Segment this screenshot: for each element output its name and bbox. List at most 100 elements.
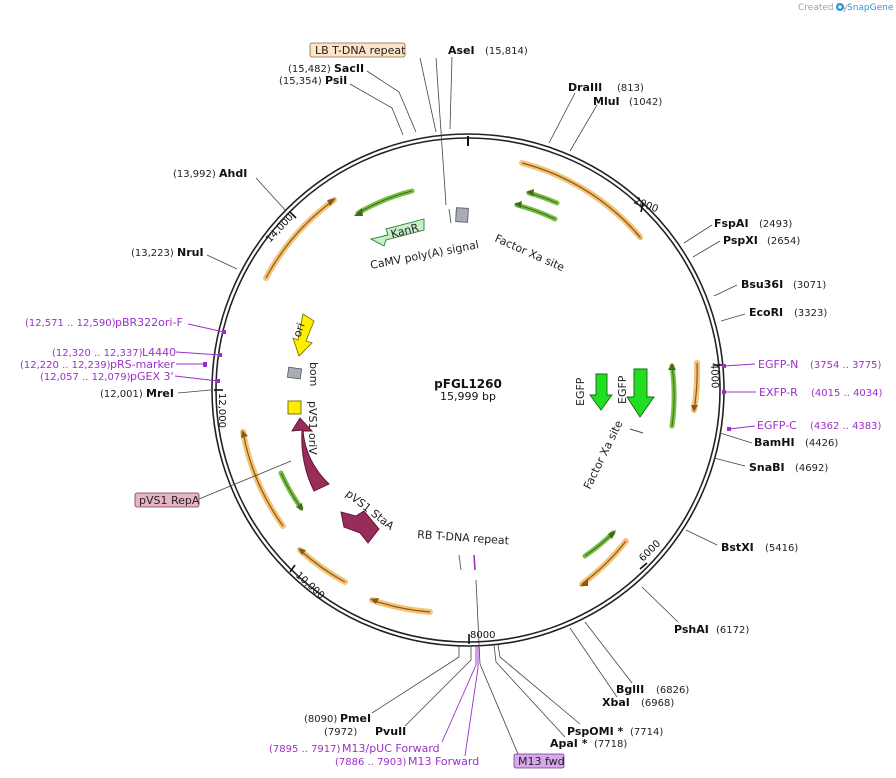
rb-tdna-label: RB T-DNA repeat <box>417 528 510 547</box>
pvs1-repa-label: pVS1 RepA <box>139 494 200 507</box>
leader-snabi <box>713 457 746 467</box>
tick-label-8000: 8000 <box>470 630 495 641</box>
primer-exfp-r-name: EXFP-R <box>759 386 798 399</box>
site-mrei-name: MreI <box>146 387 174 400</box>
leader-pvs1-repa <box>198 460 292 500</box>
site-asei-pos: (15,814) <box>485 46 528 57</box>
site-draiii-pos: (813) <box>617 83 644 94</box>
site-bglii-pos: (6826) <box>656 685 689 696</box>
primer-prs-marker-mark <box>203 362 207 367</box>
site-ecori-name: EcoRI <box>749 306 783 319</box>
orf-arc-1-arrow-icon <box>634 232 643 241</box>
primer-exfp-r-mark <box>722 390 726 394</box>
site-xbai-pos: (6968) <box>641 698 674 709</box>
site-xbai-name: XbaI <box>602 696 630 709</box>
primer-egfp-c-mark <box>727 427 731 431</box>
leader-l4440 <box>175 351 221 356</box>
site-ahdi-name: AhdI <box>219 167 247 180</box>
leader-pgex3 <box>174 375 219 382</box>
site-draiii-name: DraIII <box>568 81 602 94</box>
orf-arc-4-arrow-icon <box>370 598 379 604</box>
leader-lb-tdna <box>419 57 437 133</box>
leader-mrei <box>177 389 212 394</box>
site-bstxi-name: BstXI <box>721 541 754 554</box>
primer-l4440-mark <box>218 353 222 357</box>
site-sacii-pos: (15,482) <box>288 64 331 75</box>
factor-xa-top-label: Factor Xa site <box>493 232 567 274</box>
site-bsu36i-name: Bsu36I <box>741 278 783 291</box>
site-pvuii-name: PvuII <box>375 725 406 738</box>
factor-xa-mid-tick <box>629 428 644 434</box>
site-ecori-pos: (3323) <box>794 308 827 319</box>
green-arc-2-arrow-icon <box>526 189 534 196</box>
primer-l4440-pos: (12,320 .. 12,337) <box>52 348 143 359</box>
tick-label-12000: 12,000 <box>216 393 227 428</box>
leader-bglii <box>584 621 633 684</box>
orf-arc-6-arrow-icon <box>241 430 248 438</box>
camv-polya-tick <box>448 208 452 224</box>
ori-label: ori <box>291 321 308 339</box>
green-arc-6-arrow-icon <box>296 503 303 511</box>
primer-m13-puc-forward-name: M13/pUC Forward <box>342 742 440 755</box>
leader-ahdi <box>255 177 287 212</box>
kanr-arrow <box>369 218 425 247</box>
leader-pshai <box>641 586 679 623</box>
site-pspomi-name: PspOMI * <box>567 725 624 738</box>
orf-arc-3 <box>579 538 629 587</box>
orf-arc-7-line <box>265 199 335 279</box>
site-asei-name: AseI <box>448 44 475 57</box>
leader-sacii <box>366 70 417 133</box>
tick-10000 <box>289 564 296 573</box>
plasmid-name: pFGL1260 <box>434 377 502 391</box>
leader-egfp-c <box>728 425 756 430</box>
orf-arc-3-arrow-icon <box>580 578 588 586</box>
primer-prs-marker-name: pRS-marker <box>110 358 175 371</box>
leader-fspai <box>683 224 713 244</box>
leader-m13-puc-forward <box>441 646 477 743</box>
site-mlui-name: MluI <box>593 95 620 108</box>
leader-asei <box>449 56 453 130</box>
rb-tdna-tick <box>458 554 462 571</box>
m13-tick <box>473 554 476 571</box>
kanr-label: KanR <box>389 221 420 241</box>
egfp-label-2: EGFP <box>616 375 629 404</box>
snapgene-brand-text: SnapGene <box>847 3 894 13</box>
site-bamhi-name: BamHI <box>754 436 795 449</box>
site-sacii-name: SacII <box>334 62 364 75</box>
lb-tdna-label: LB T-DNA repeat <box>315 44 406 57</box>
primer-prs-marker-pos: (12,220 .. 12,239) <box>20 360 111 371</box>
leader-psii <box>349 83 404 136</box>
orf-arc-4 <box>369 597 433 615</box>
primer-l4440-name: L4440 <box>142 346 176 359</box>
primer-pbr322ori-f-pos: (12,571 .. 12,590) <box>25 318 116 329</box>
green-arc-1-arrow-icon <box>354 208 363 216</box>
leader-bsu36i <box>713 284 738 297</box>
leader-pmei <box>371 646 460 714</box>
leader-apai <box>493 644 566 738</box>
plasmid-size: 15,999 bp <box>440 390 496 403</box>
pvs1-repa-box <box>134 492 200 508</box>
leader-pspxi <box>692 240 721 258</box>
leader-draiii <box>548 92 576 144</box>
primer-m13-forward-name: M13 Forward <box>408 755 479 768</box>
pvs1-oriv-box <box>287 400 302 415</box>
bom-box <box>286 366 303 380</box>
leader-lb-tdna-inner <box>435 57 447 206</box>
leader-mlui <box>569 104 598 152</box>
egfp-arrow-2 <box>626 368 655 418</box>
pvs1-oriv-arrow <box>291 417 330 492</box>
leader-pspomi <box>497 644 581 725</box>
site-pspomi-pos: (7714) <box>630 727 663 738</box>
site-snabi-pos: (4692) <box>795 463 828 474</box>
site-mrei-pos: (12,001) <box>100 389 143 400</box>
leader-nrui <box>206 254 238 270</box>
site-psii-name: PsiI <box>325 74 347 87</box>
green-arcs <box>278 188 677 559</box>
site-bstxi-pos: (5416) <box>765 543 798 554</box>
snapgene-logo-icon <box>836 3 844 11</box>
primer-pgex3-name: pGEX 3' <box>130 370 174 383</box>
site-psii-pos: (15,354) <box>279 76 322 87</box>
site-mlui-pos: (1042) <box>629 97 662 108</box>
lb-tdna-box <box>309 42 406 58</box>
